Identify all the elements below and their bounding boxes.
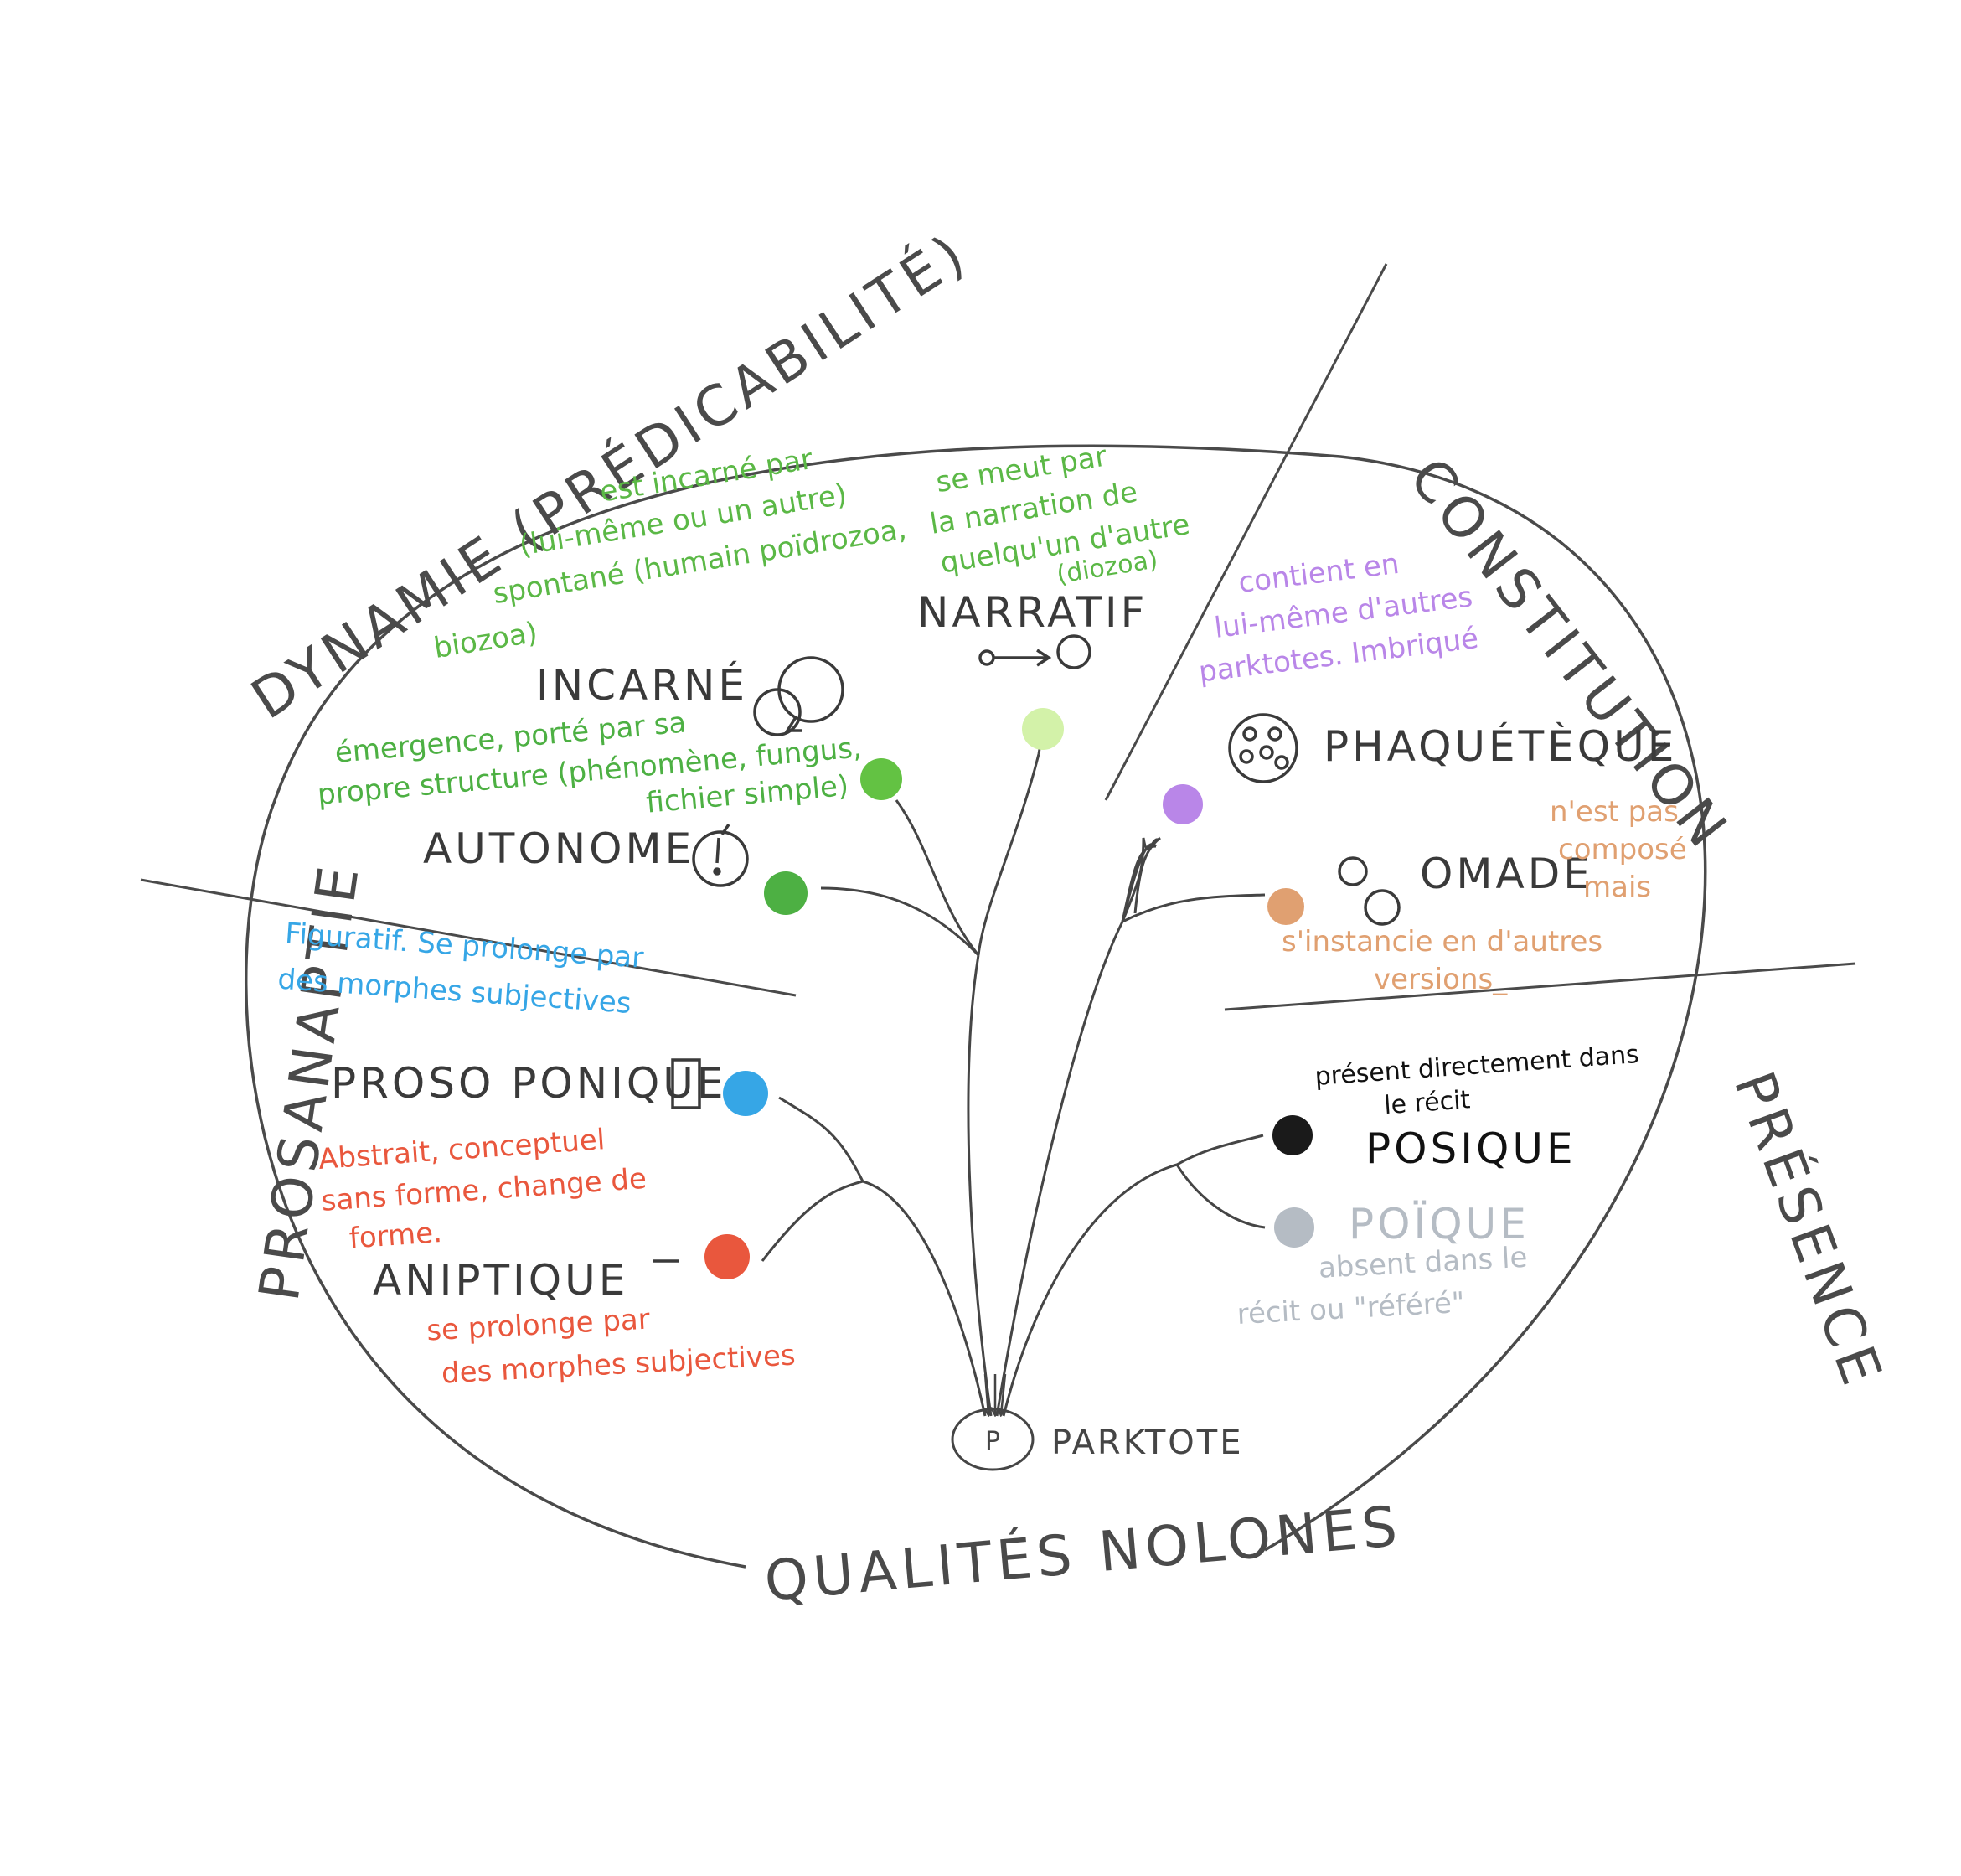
aniptique-label: ANIPTIQUE [373,1256,628,1305]
phaqueteque-label: PHAQUÉTÈQUE [1324,721,1677,771]
root-node-letter: P [985,1427,1000,1456]
note-aniptique-top: Abstrait, conceptuel sans forme, change … [317,1123,648,1256]
note-omade-line: mais [1583,871,1651,904]
node-aniptique[interactable]: ANIPTIQUE [373,1234,750,1305]
note-omade: n'est pas composé mais s'instancie en d'… [1282,795,1687,996]
node-omade[interactable]: OMADE [1267,850,1593,926]
note-aniptique-line: se prolonge par [426,1303,650,1348]
narratif-icon [978,634,1091,669]
note-phaqueteque: contient en lui-même d'autres parktotes.… [1197,547,1480,690]
posique-label: POSIQUE [1365,1124,1577,1173]
category-presence: PRÉSENCE [1721,1063,1896,1398]
divider-diagonal [1104,263,1388,801]
root-node-label: PARKTOTE [1051,1424,1243,1462]
note-omade-line: n'est pas [1550,795,1679,829]
phaqueteque-icon [1228,713,1298,783]
root-arrows [985,1373,1005,1414]
poique-label: POÏQUE [1349,1200,1530,1248]
note-aniptique-line: des morphes subjectives [441,1339,796,1391]
narratif-dot[interactable] [1022,708,1064,750]
posique-dot[interactable] [1272,1115,1313,1155]
prosoponique-label: PROSO PONIQUE [331,1059,726,1108]
poique-dot[interactable] [1274,1207,1314,1248]
note-aniptique-bottom: se prolonge par des morphes subjectives [426,1303,796,1391]
incarne-dot[interactable] [860,758,902,800]
note-posique: présent directement dans le récit [1313,1040,1639,1120]
node-poique[interactable]: POÏQUE [1274,1200,1530,1248]
aniptique-dot[interactable] [704,1234,750,1279]
autonome-icon [692,824,749,887]
autonome-dot[interactable] [764,871,808,915]
narratif-label: NARRATIF [917,588,1148,637]
node-prosoponique[interactable]: PROSO PONIQUE [331,1058,768,1116]
prosoponique-icon [671,1058,701,1109]
omade-icon [1338,856,1401,926]
prosoponique-dot[interactable] [723,1071,768,1116]
omade-dot[interactable] [1267,888,1304,925]
outer-ellipse [245,444,1707,1569]
note-posique-line: présent directement dans [1313,1040,1639,1092]
note-omade-line: s'instancie en d'autres [1282,925,1602,959]
node-phaqueteque[interactable]: PHAQUÉTÈQUE [1163,713,1677,824]
divider-right [1224,962,1856,1011]
note-omade-line: composé [1558,833,1687,866]
note-poique-line: récit ou "référé" [1236,1286,1466,1331]
note-narratif: se meut par la narration de quelqu'un d'… [927,440,1192,591]
omade-label: OMADE [1420,850,1593,898]
root-node-circle[interactable] [951,1408,1035,1471]
note-incarne-line: biozoa) [431,616,539,665]
note-aniptique-line: forme. [348,1216,444,1256]
node-incarne[interactable]: INCARNÉ [536,656,902,800]
divider-left [140,878,797,997]
incarne-icon [753,656,844,736]
tree-branches [761,728,1266,1417]
branch-phaqueteque [1133,836,1161,914]
autonome-label: AUTONOME [423,824,694,873]
note-posique-line: le récit [1383,1085,1471,1120]
node-autonome[interactable]: AUTONOME [423,824,808,915]
note-poique: absent dans le récit ou "référé" [1236,1241,1529,1331]
node-posique[interactable]: POSIQUE [1272,1115,1577,1173]
phaqueteque-dot[interactable] [1163,784,1203,824]
category-qualites: QUALITÉS NOLONES [762,1493,1405,1614]
incarne-label: INCARNÉ [536,660,748,710]
node-narratif[interactable]: NARRATIF [917,588,1148,750]
note-omade-line: versions_ [1374,963,1508,996]
